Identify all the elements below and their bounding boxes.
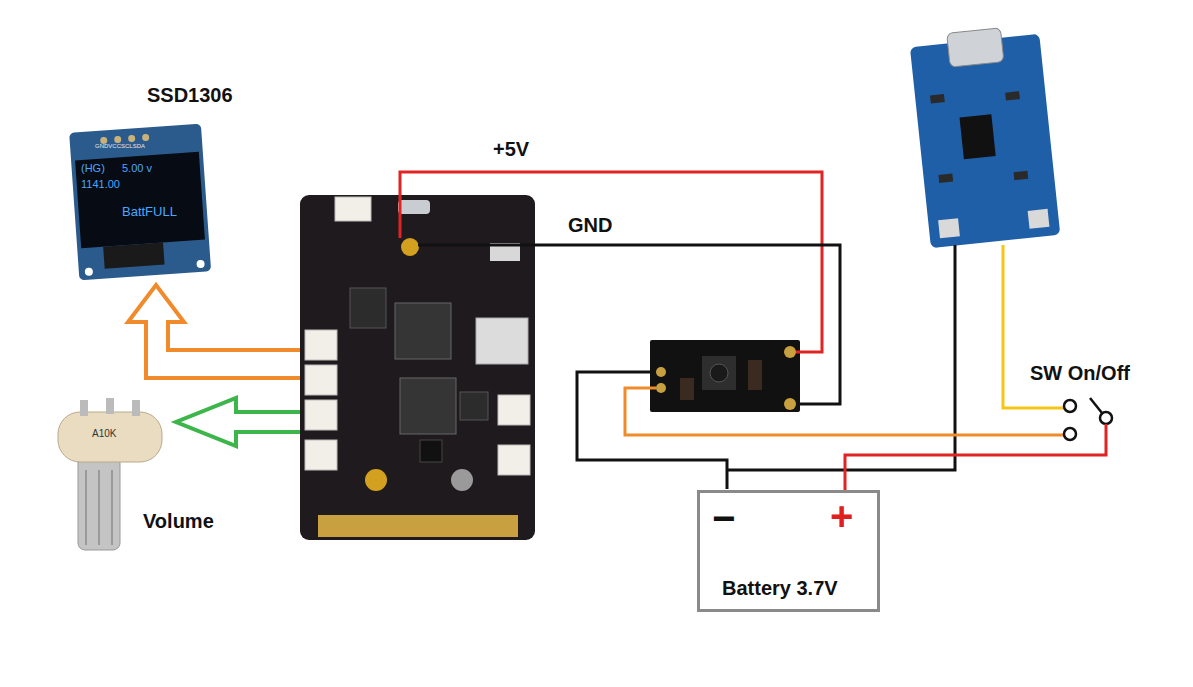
oled-ribbon — [103, 242, 164, 268]
pin-names: GNDVCCSCLSDA — [95, 143, 145, 150]
header — [305, 330, 337, 360]
charger-pcb — [910, 34, 1060, 248]
mount-hole — [451, 469, 473, 491]
pin — [114, 136, 121, 143]
board-pcb — [300, 195, 535, 540]
mount-hole — [85, 267, 94, 276]
component — [1005, 91, 1020, 100]
switch-lever — [1090, 398, 1102, 413]
polarity-mark: − — [712, 495, 735, 541]
mount-hole — [365, 469, 387, 491]
signal-name: +5V — [493, 138, 529, 161]
pot-knurl — [85, 470, 87, 545]
screen-text: 5.00 v — [122, 162, 152, 175]
usb-c-port — [398, 200, 430, 214]
adc-arrow — [176, 398, 300, 446]
controller-board — [300, 195, 535, 540]
usb-a-port — [476, 318, 528, 364]
oled-board — [69, 124, 211, 281]
pad — [784, 346, 796, 358]
boost-converter — [650, 340, 800, 412]
switch-label: SW On/Off — [1030, 362, 1130, 385]
header — [498, 445, 530, 475]
wire-5v — [400, 172, 822, 352]
soc-chip — [395, 303, 451, 359]
switch-terminal — [1064, 428, 1076, 440]
buzzer — [420, 440, 442, 462]
charger-module — [909, 24, 1060, 248]
chip — [350, 288, 386, 328]
i2c-arrow — [128, 285, 305, 378]
oled-module — [69, 124, 211, 281]
pot-body — [58, 412, 162, 462]
switch-group: SW On/Off — [1030, 362, 1162, 424]
pad — [656, 367, 666, 377]
mount-hole — [196, 260, 205, 269]
memory-chip — [400, 378, 456, 434]
pot-lug — [106, 398, 114, 414]
pot-lug — [132, 400, 140, 416]
header — [498, 395, 530, 425]
wire-switched — [625, 388, 1064, 435]
screen-text: 1141.00 — [81, 178, 120, 191]
part-name: Volume — [143, 510, 214, 533]
signal-name: GND — [568, 214, 612, 237]
inductor — [702, 356, 736, 390]
chip — [960, 114, 996, 159]
switch-terminal — [1064, 400, 1076, 412]
wire-battery-positive — [845, 424, 1106, 490]
component — [938, 174, 953, 183]
usb-c-port — [947, 28, 1004, 67]
wire-battery-negative — [577, 372, 727, 489]
pad — [656, 383, 666, 393]
battery-box: − + Battery 3.7V — [697, 490, 880, 612]
polarity-mark: + — [830, 493, 853, 539]
screen-text: BattFULL — [122, 205, 177, 220]
switch-terminal — [1100, 412, 1112, 424]
pot-knurl — [111, 470, 113, 545]
chip — [460, 392, 488, 420]
boost-pcb — [650, 340, 800, 412]
battery-label: Battery 3.7V — [722, 577, 838, 600]
mount-hole — [401, 238, 419, 256]
edge-connector — [318, 515, 518, 537]
component — [1014, 171, 1029, 180]
capacitor — [748, 360, 762, 390]
wire-gnd — [418, 245, 840, 404]
pin — [100, 137, 107, 144]
part-name: SSD1306 — [147, 84, 233, 107]
part-marking: A10K — [92, 428, 116, 440]
pad — [784, 398, 796, 410]
header — [305, 400, 337, 430]
capacitor — [680, 378, 694, 400]
screen-text: (HG) — [81, 162, 105, 175]
header — [335, 197, 371, 221]
header — [305, 440, 337, 470]
inductor-core — [710, 364, 728, 382]
pin — [142, 134, 149, 141]
pot-lug — [80, 400, 88, 416]
pot-shaft — [78, 455, 120, 550]
pad — [938, 218, 960, 238]
pot-knurl — [98, 470, 100, 545]
pad — [1028, 209, 1050, 229]
pin — [128, 135, 135, 142]
oled-screen — [75, 152, 205, 248]
component — [930, 94, 945, 103]
header — [305, 365, 337, 395]
